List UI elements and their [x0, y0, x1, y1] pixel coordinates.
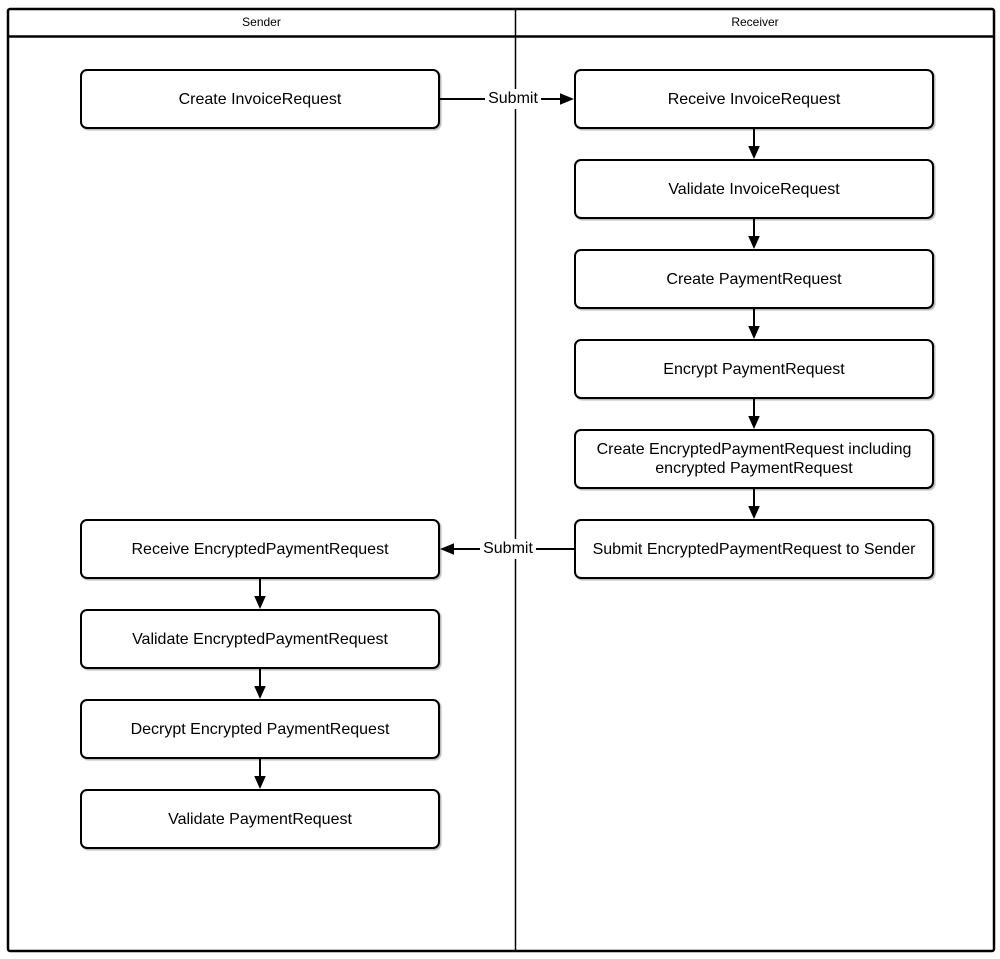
- arrowhead-r2-r3: [748, 236, 760, 249]
- pool-frame: [6, 7, 996, 953]
- node-create-invoicerequest: Create InvoiceRequest: [80, 69, 440, 129]
- arrowhead-r3-r4: [748, 326, 760, 339]
- node-receive-encryptedpaymentrequest: Receive EncryptedPaymentRequest: [80, 519, 440, 579]
- arrowhead-r5-r6: [748, 506, 760, 519]
- arrowhead-s4-s5: [254, 776, 266, 789]
- arrowhead-r1-r2: [748, 146, 760, 159]
- node-decrypt-encrypted-paymentrequest: Decrypt Encrypted PaymentRequest: [80, 699, 440, 759]
- node-validate-invoicerequest: Validate InvoiceRequest: [574, 159, 934, 219]
- lane-header-receiver: Receiver: [731, 15, 779, 29]
- node-validate-paymentrequest: Validate PaymentRequest: [80, 789, 440, 849]
- lane-header-sender: Sender: [242, 15, 281, 29]
- arrowhead-submit-invoice: [560, 93, 574, 105]
- node-create-encryptedpaymentrequest-including: Create EncryptedPaymentRequest including…: [574, 429, 934, 489]
- arrowhead-s3-s4: [254, 686, 266, 699]
- node-create-paymentrequest: Create PaymentRequest: [574, 249, 934, 309]
- arrowhead-r4-r5: [748, 416, 760, 429]
- edge-label-submit-invoice: Submit: [485, 89, 541, 109]
- arrowhead-s2-s3: [254, 596, 266, 609]
- node-submit-encryptedpaymentrequest-to-sender: Submit EncryptedPaymentRequest to Sender: [574, 519, 934, 579]
- arrowhead-submit-payment: [440, 543, 454, 555]
- edge-label-submit-payment: Submit: [480, 539, 536, 559]
- node-validate-encryptedpaymentrequest: Validate EncryptedPaymentRequest: [80, 609, 440, 669]
- node-receive-invoicerequest: Receive InvoiceRequest: [574, 69, 934, 129]
- node-encrypt-paymentrequest: Encrypt PaymentRequest: [574, 339, 934, 399]
